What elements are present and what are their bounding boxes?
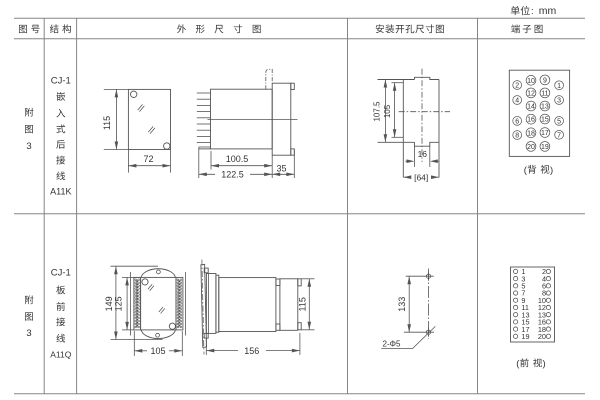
svg-text:): ) [543, 358, 546, 369]
svg-text:18: 18 [538, 325, 546, 334]
svg-text:12: 12 [527, 90, 535, 97]
svg-text:4: 4 [515, 98, 519, 105]
svg-text:1: 1 [557, 83, 561, 90]
svg-text:2: 2 [515, 83, 519, 90]
svg-text:5: 5 [557, 118, 561, 125]
svg-text:16: 16 [538, 318, 546, 327]
svg-text:13: 13 [521, 310, 529, 319]
svg-text:13: 13 [541, 104, 549, 111]
svg-text:(: ( [524, 165, 528, 176]
svg-text:19: 19 [521, 332, 529, 341]
svg-text:20: 20 [538, 332, 546, 341]
svg-text:105: 105 [150, 346, 165, 356]
svg-text:8: 8 [542, 289, 546, 298]
svg-text:20: 20 [527, 144, 535, 151]
svg-text:11: 11 [521, 303, 529, 312]
svg-text:A11Q: A11Q [50, 350, 71, 360]
svg-text:17: 17 [541, 130, 549, 137]
svg-text:1: 1 [521, 267, 525, 276]
svg-text:CJ-1: CJ-1 [51, 268, 71, 279]
svg-text:6: 6 [542, 282, 546, 291]
svg-text:3: 3 [557, 98, 561, 105]
svg-text:18: 18 [527, 130, 535, 137]
svg-text:13: 13 [538, 310, 546, 319]
svg-text:7: 7 [557, 132, 561, 139]
svg-text:(: ( [516, 358, 520, 369]
svg-text:107.5: 107.5 [372, 101, 381, 122]
svg-text:16: 16 [418, 149, 428, 159]
svg-text:15: 15 [521, 318, 529, 327]
svg-text:3: 3 [521, 274, 525, 283]
svg-text:5: 5 [521, 282, 525, 291]
svg-text:15: 15 [541, 117, 549, 124]
svg-text:156: 156 [244, 346, 259, 356]
svg-text:6: 6 [515, 118, 519, 125]
svg-text:122.5: 122.5 [221, 170, 244, 180]
svg-text:9: 9 [543, 77, 547, 84]
svg-text:72: 72 [143, 154, 153, 164]
svg-text:mm: mm [539, 5, 557, 17]
svg-text:2: 2 [542, 267, 546, 276]
svg-text:12: 12 [538, 303, 546, 312]
svg-text:7: 7 [521, 289, 525, 298]
svg-text:11: 11 [541, 90, 548, 97]
svg-text:115: 115 [102, 116, 112, 130]
svg-text:3: 3 [26, 328, 31, 339]
svg-text:133: 133 [397, 297, 407, 312]
svg-text::: : [531, 6, 534, 17]
svg-text:35: 35 [276, 163, 286, 173]
svg-text:105: 105 [383, 104, 392, 118]
svg-text:100.5: 100.5 [226, 154, 249, 164]
svg-text:8: 8 [515, 133, 519, 140]
svg-text:A11K: A11K [50, 186, 71, 196]
svg-text:16: 16 [527, 117, 535, 124]
svg-text:10: 10 [527, 78, 535, 85]
svg-text:9: 9 [521, 296, 525, 305]
svg-text:19: 19 [541, 144, 549, 151]
svg-text:10: 10 [538, 296, 546, 305]
svg-text:115: 115 [298, 297, 308, 311]
svg-text:17: 17 [521, 325, 529, 334]
svg-text:4: 4 [542, 274, 546, 283]
svg-text:): ) [550, 165, 553, 176]
svg-text:14: 14 [527, 104, 535, 111]
svg-text:[64]: [64] [414, 172, 428, 182]
svg-text:2-Φ5: 2-Φ5 [383, 340, 401, 349]
svg-text:149: 149 [104, 296, 114, 311]
svg-text:3: 3 [26, 141, 31, 152]
svg-text:125: 125 [114, 296, 124, 311]
svg-text:CJ-1: CJ-1 [51, 75, 71, 86]
